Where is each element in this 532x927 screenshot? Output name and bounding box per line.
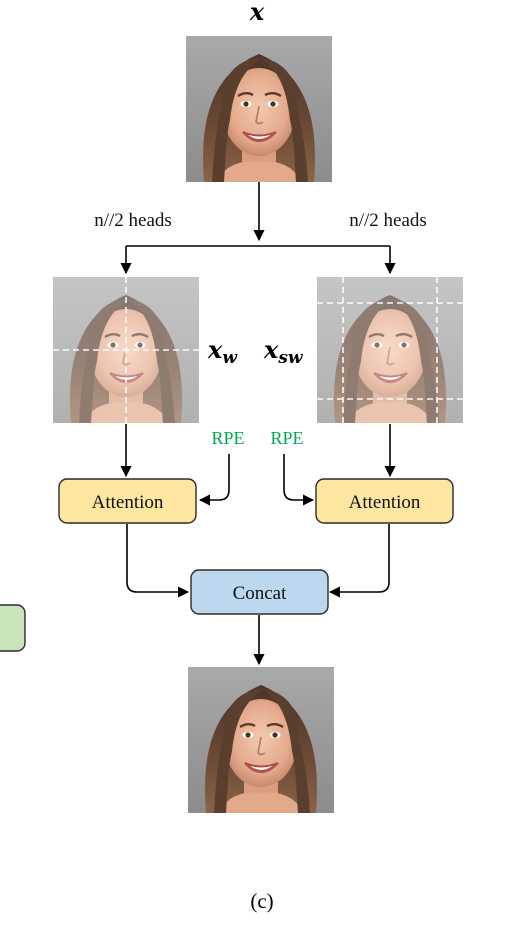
left-rpe-arrow: [198, 454, 230, 506]
window-symbol: xw: [207, 335, 238, 368]
left-heads-label: n//2 heads: [94, 210, 172, 231]
shifted-window-symbol: xsw: [263, 335, 304, 368]
right-attention-block: Attention: [315, 478, 454, 524]
figure-caption: (c): [250, 889, 273, 913]
right-shifted-window-image: [315, 275, 465, 425]
left-window-image: [51, 275, 201, 425]
svg-text:Concat: Concat: [233, 583, 288, 604]
right-attention-to-concat-arrow: [328, 524, 390, 598]
right-rpe-arrow: [283, 454, 315, 506]
left-rpe-label: RPE: [211, 428, 244, 448]
svg-text:Attention: Attention: [92, 492, 164, 513]
input-face-image: [184, 34, 334, 184]
right-rpe-label: RPE: [270, 428, 303, 448]
left-attention-to-concat-arrow: [126, 524, 190, 598]
svg-text:Attention: Attention: [349, 492, 421, 513]
side-box-partial: [0, 604, 26, 652]
left-attention-block: Attention: [58, 478, 197, 524]
concat-block: Concat: [190, 569, 329, 615]
output-face-image: [186, 665, 336, 815]
input-symbol: x: [249, 0, 265, 26]
right-heads-label: n//2 heads: [349, 210, 427, 231]
